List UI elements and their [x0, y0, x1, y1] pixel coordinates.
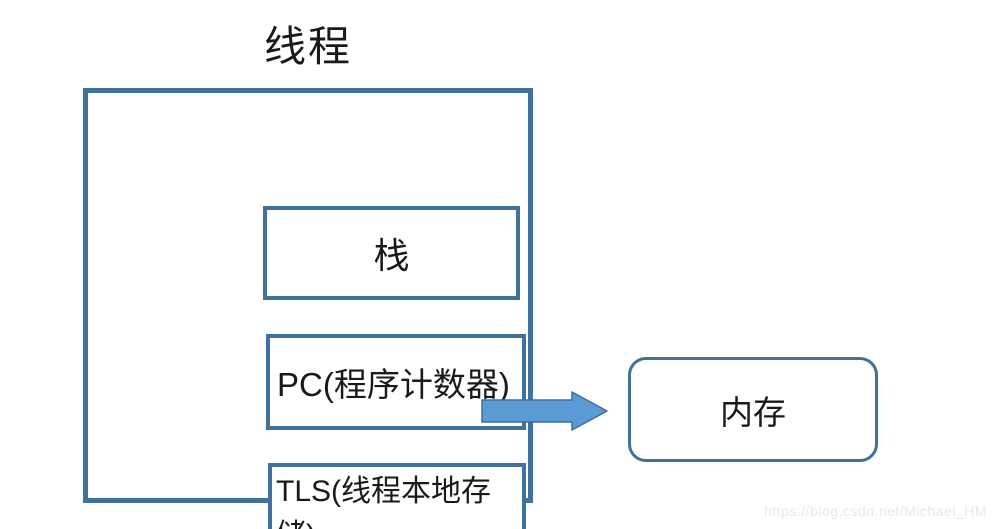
- program-counter-box: PC(程序计数器): [266, 334, 526, 430]
- thread-local-storage-box: TLS(线程本地存储): [268, 463, 526, 529]
- stack-label: 栈: [373, 235, 410, 276]
- memory-box: 内存: [628, 357, 878, 462]
- stack-box: 栈: [263, 206, 520, 300]
- thread-container-box: 栈 PC(程序计数器) TLS(线程本地存储): [83, 88, 533, 529]
- program-counter-label: PC(程序计数器): [277, 366, 510, 403]
- memory-label: 内存: [720, 393, 786, 431]
- thread-local-storage-label: TLS(线程本地存储): [276, 474, 492, 529]
- watermark-text: https://blog.csdn.net/Michael_HM: [764, 503, 987, 519]
- arrow-right-icon: [481, 391, 608, 431]
- diagram-title: 线程: [263, 23, 352, 70]
- arrow-right-shape: [481, 391, 608, 431]
